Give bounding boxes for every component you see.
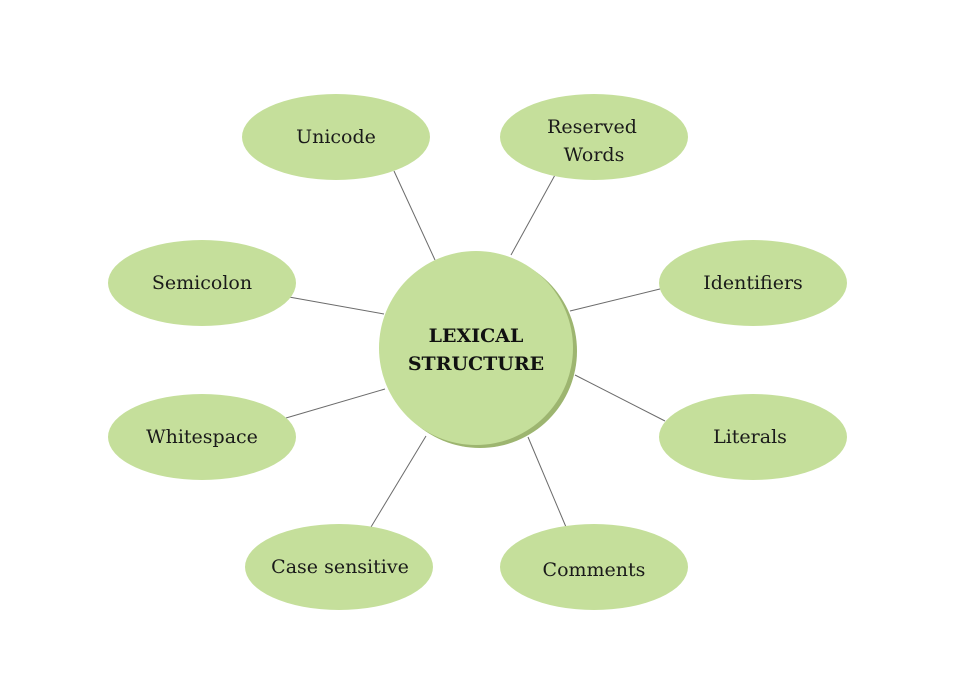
node-comments-shape [500, 524, 688, 610]
connector-unicode [393, 170, 436, 261]
node-unicode-label: Unicode [296, 126, 376, 148]
connector-literals [574, 374, 666, 422]
node-identifiers-label: Identifiers [703, 272, 803, 294]
node-semicolon: Semicolon [108, 240, 296, 326]
connectors [285, 170, 666, 528]
center-node-shape [379, 251, 573, 445]
node-reserved-words-shape [500, 94, 688, 180]
node-literals: Literals [659, 394, 847, 480]
center-node: LEXICAL STRUCTURE [379, 251, 577, 448]
node-literals-label: Literals [713, 426, 787, 448]
connector-whitespace [285, 388, 386, 419]
connector-semicolon [288, 296, 385, 315]
center-node-label-line2: STRUCTURE [408, 353, 544, 375]
node-whitespace: Whitespace [108, 394, 296, 480]
connector-reserved-words [510, 174, 556, 256]
connector-case-sensitive [370, 435, 427, 528]
node-identifiers: Identifiers [659, 240, 847, 326]
node-semicolon-label: Semicolon [152, 272, 252, 294]
node-reserved-words-label-line1: Reserved [547, 116, 637, 138]
node-case-sensitive-shape [245, 524, 433, 610]
node-reserved-words-label-line2: Words [564, 144, 625, 166]
node-reserved-words: Reserved Words [500, 94, 688, 180]
connector-comments [527, 436, 567, 528]
node-comments-label: Comments [543, 559, 646, 581]
node-identifiers-shape [659, 240, 847, 326]
node-case-sensitive-label: Case sensitive [271, 556, 409, 578]
connector-identifiers [569, 287, 665, 312]
node-whitespace-label: Whitespace [146, 426, 258, 448]
node-comments: Comments [500, 524, 688, 610]
center-node-label-line1: LEXICAL [429, 325, 524, 347]
node-unicode-shape [242, 94, 430, 180]
node-semicolon-shape [108, 240, 296, 326]
node-unicode: Unicode [242, 94, 430, 180]
node-literals-shape [659, 394, 847, 480]
node-whitespace-shape [108, 394, 296, 480]
node-case-sensitive: Case sensitive [245, 524, 433, 610]
